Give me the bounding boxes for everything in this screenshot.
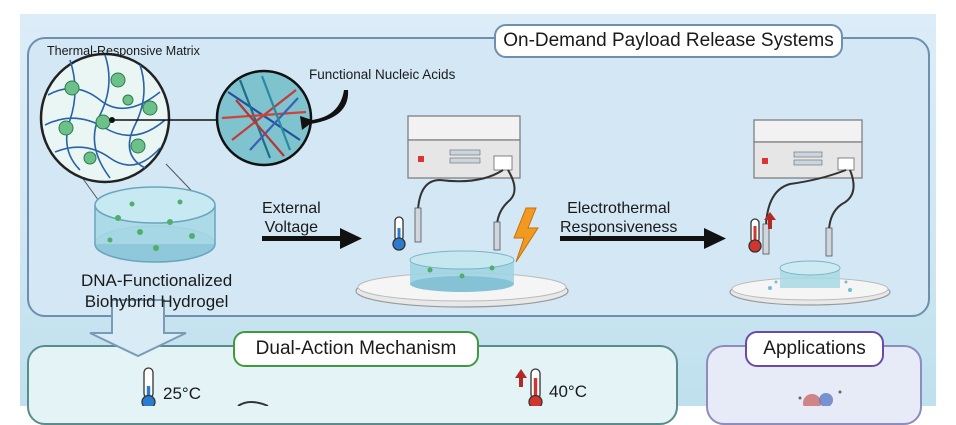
matrix-label: Thermal-Responsive Matrix (47, 44, 200, 58)
hydrogel-label-line1: DNA-Functionalized (81, 271, 233, 290)
dual-action-title: Dual-Action Mechanism (233, 331, 479, 367)
application-graphic-icon (798, 390, 842, 406)
degraded-gel-dish-icon (729, 260, 891, 306)
voltage-arrow-icon (262, 228, 362, 249)
voltage-label-line1: External (262, 200, 321, 217)
diagram-scene: On-Demand Payload Release Systems Dual-A… (20, 14, 936, 425)
diagram-graphics (39, 52, 891, 406)
hydrogel-label: DNA-Functionalized Biohybrid Hydrogel (81, 270, 232, 312)
electrothermal-arrow-icon (560, 228, 726, 249)
mechanism-ring-icon (237, 401, 269, 406)
electrothermal-label-line2: Responsiveness (560, 219, 678, 236)
voltage-label-line2: Voltage (264, 219, 319, 236)
thermometer-hot-icon (748, 212, 776, 253)
thermometer-cold-icon (392, 216, 406, 251)
power-supply-2-icon (753, 119, 863, 257)
down-arrow-icon (89, 299, 187, 358)
temp-low-label: 25°C (163, 384, 201, 403)
hydrogel-label-line2: Biohybrid Hydrogel (84, 292, 229, 311)
thermometer-40-icon (515, 368, 543, 406)
temp-high-label: 40°C (549, 382, 587, 401)
electrothermal-label-line1: Electrothermal (567, 200, 671, 217)
payload-release-title: On-Demand Payload Release Systems (494, 24, 843, 58)
gel-dish-icon (355, 250, 569, 308)
thermometer-25-icon (141, 367, 156, 406)
voltage-label: External Voltage (262, 199, 321, 237)
nucleic-acid-magnifier-icon (215, 69, 349, 167)
hydrogel-cylinder-icon (94, 186, 216, 263)
applications-title: Applications (745, 331, 884, 367)
power-supply-icon (407, 115, 521, 251)
electrothermal-label: Electrothermal Responsiveness (560, 199, 677, 237)
matrix-magnifier-icon (39, 52, 218, 209)
lightning-bolt-icon (513, 207, 539, 263)
nucleic-acid-label: Functional Nucleic Acids (309, 67, 456, 82)
